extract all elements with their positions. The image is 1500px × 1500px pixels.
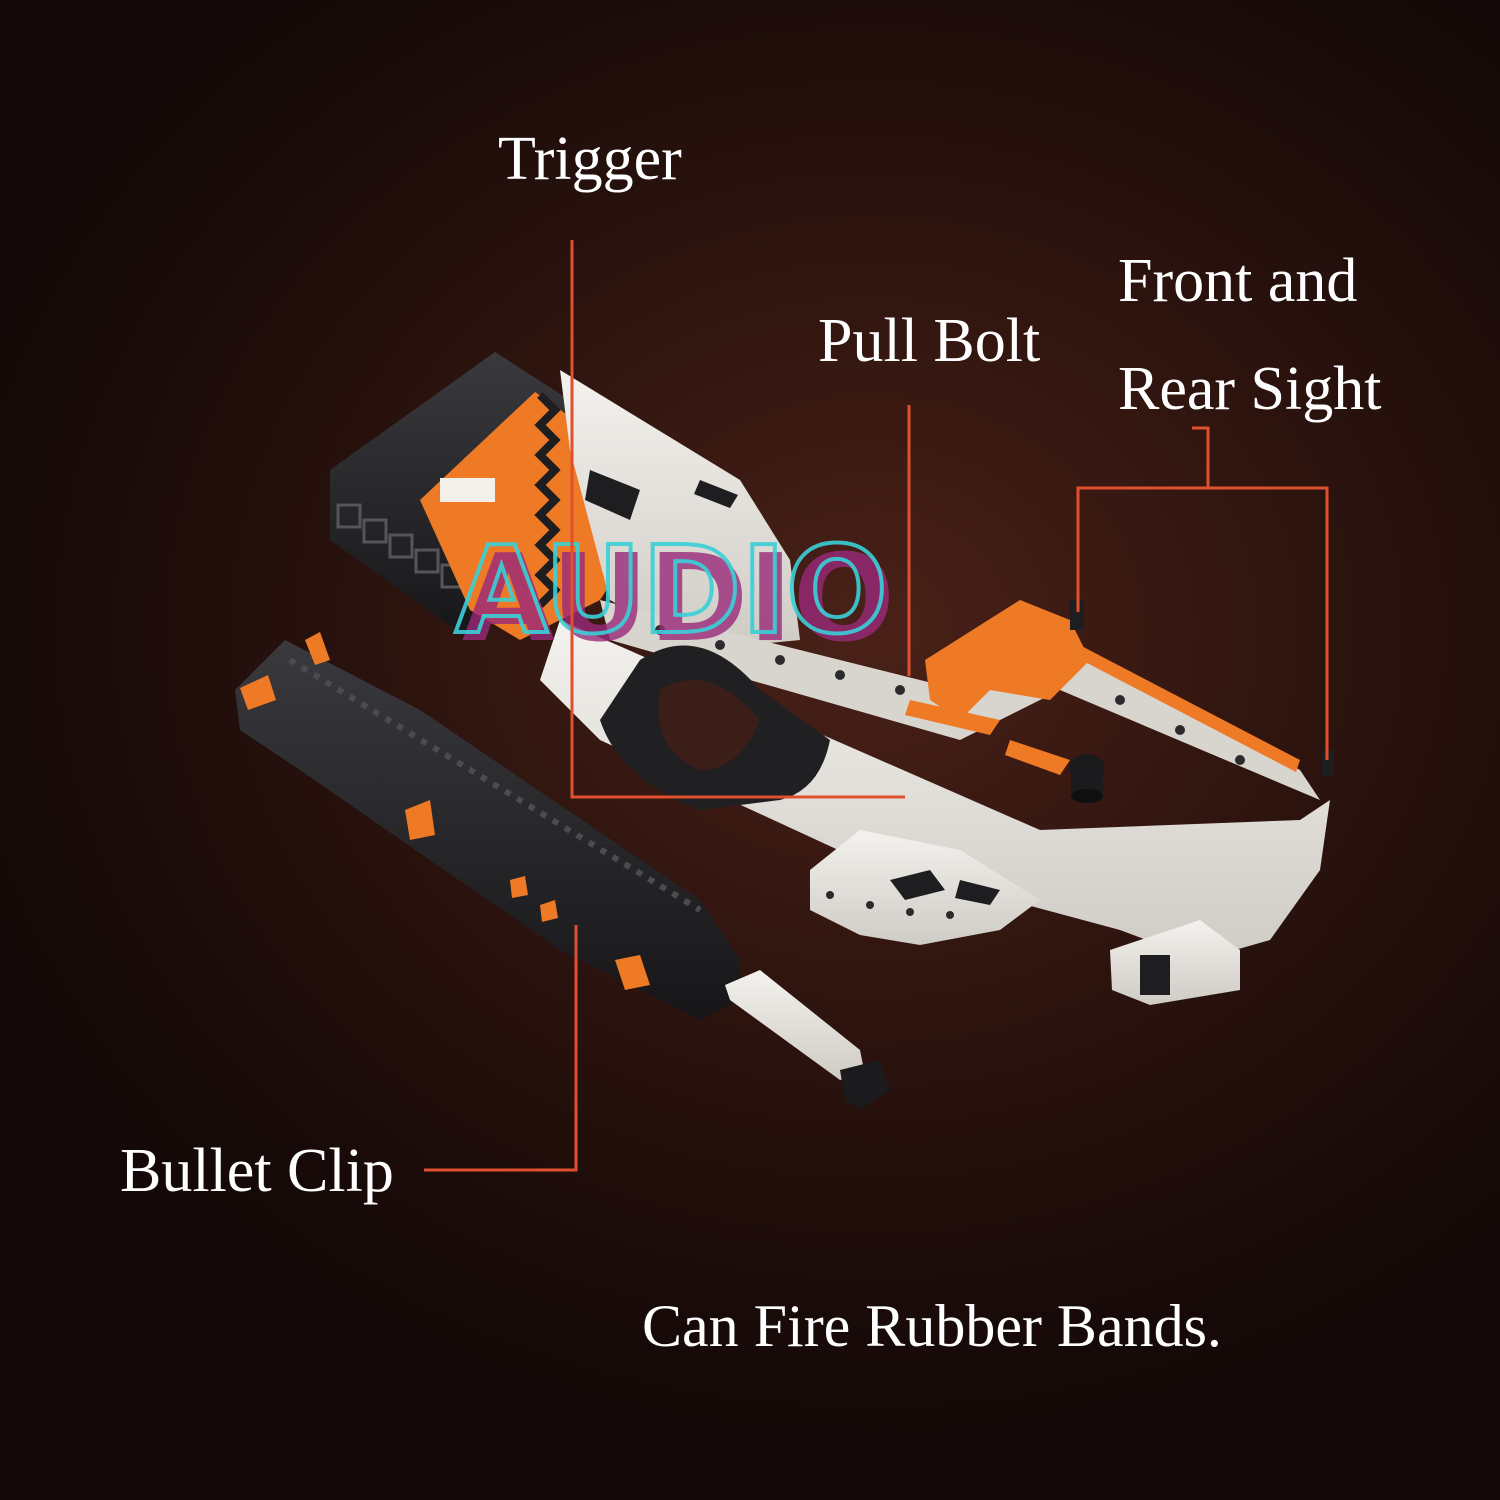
receiver-orange-stripe-2: [1005, 740, 1070, 775]
front-sight-post: [1322, 750, 1334, 776]
callout-lines: [424, 240, 1329, 1172]
side-orange-strip: [1066, 640, 1300, 772]
watermark-magenta: AUDIO: [462, 530, 895, 669]
magazine-orange-2: [305, 632, 330, 665]
magazine-orange-6: [615, 955, 650, 990]
upper-body-white: [560, 370, 800, 650]
magazine-orange-3: [405, 800, 435, 840]
watermark-logo: AUDIO AUDIO: [453, 520, 895, 669]
trigger-callout-line: [570, 240, 905, 799]
sight-label-line1: Front and: [1118, 247, 1358, 315]
stock-orange-stud: [440, 478, 495, 502]
magazine-orange-1: [240, 675, 276, 710]
magazine-body: [235, 640, 740, 1020]
magazine-orange-4: [510, 876, 528, 898]
rear-sight-post: [1070, 600, 1084, 630]
caption-text: Can Fire Rubber Bands.: [642, 1293, 1222, 1359]
clip-callout-line: [424, 925, 578, 1172]
rear-sight-orange: [925, 600, 1090, 720]
sawtooth-trim: [534, 392, 561, 608]
magazine-icon: [235, 632, 890, 1110]
lower-holes: [826, 891, 954, 919]
stock-brick-studs: [336, 503, 466, 589]
upper-dark-slot: [585, 470, 640, 520]
magazine-rail-studs: [288, 657, 702, 913]
lower-dark-detail-2: [955, 880, 1000, 905]
toy-blaster-icon: [330, 352, 1334, 1005]
rail-holes: [655, 625, 1245, 765]
magazine-follower: [725, 970, 865, 1080]
pull-bolt-label: Pull Bolt: [818, 307, 1041, 375]
lower-dark-detail: [890, 870, 945, 900]
bullet-clip-label: Bullet Clip: [120, 1137, 394, 1205]
receiver-orange-stripe: [905, 700, 1000, 735]
watermark-cyan: AUDIO: [455, 522, 888, 661]
sight-callout-line: [1076, 426, 1210, 612]
sight-callout-line-right: [1208, 486, 1329, 760]
trigger-label: Trigger: [498, 125, 682, 193]
magazine-orange-5: [540, 900, 558, 922]
magazine-tip: [840, 1060, 890, 1110]
upper-dark-slot-2: [694, 480, 738, 508]
sight-label-line2: Rear Sight: [1118, 355, 1382, 423]
